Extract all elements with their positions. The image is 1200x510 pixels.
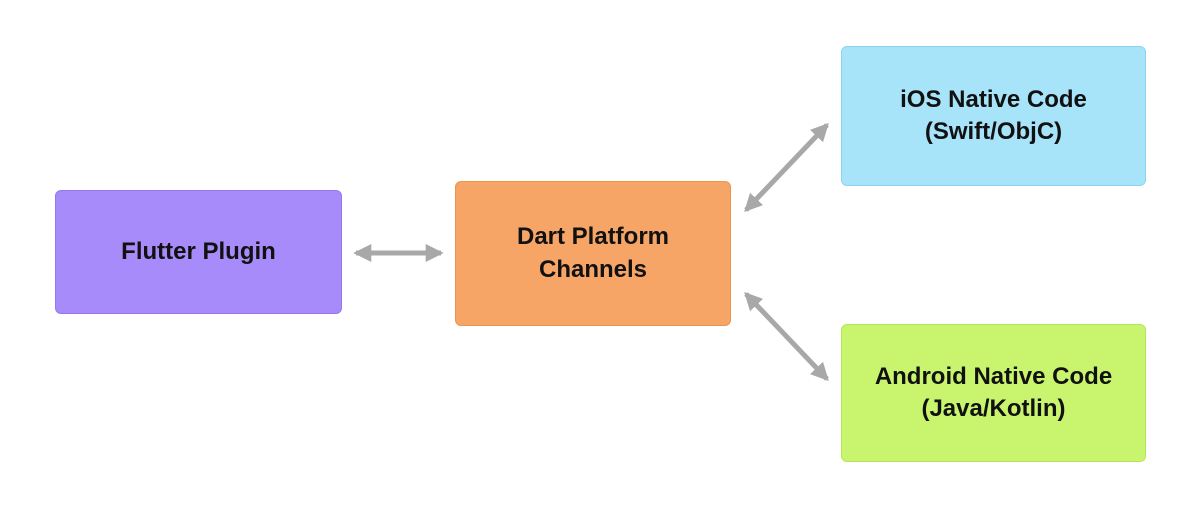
node-flutter-plugin: Flutter Plugin: [55, 190, 342, 314]
node-ios-native-code: iOS Native Code (Swift/ObjC): [841, 46, 1146, 186]
node-dart-platform-channels-label: Dart Platform Channels: [516, 223, 670, 283]
node-ios-native-code-label: iOS Native Code (Swift/ObjC): [900, 85, 1087, 145]
node-android-native-code-label: Android Native Code (Java/Kotlin): [874, 362, 1113, 422]
arrow-dart-to-ios: [744, 123, 829, 212]
node-android-native-code: Android Native Code (Java/Kotlin): [841, 324, 1146, 462]
node-flutter-plugin-label: Flutter Plugin: [121, 237, 276, 265]
arrow-dart-to-android: [744, 292, 829, 381]
node-dart-platform-channels: Dart Platform Channels: [455, 181, 731, 326]
